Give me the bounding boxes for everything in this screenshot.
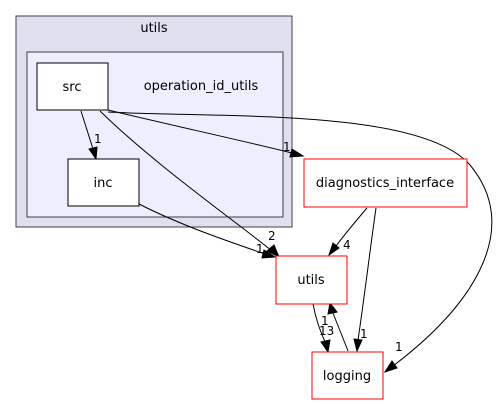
edge-logging-to-utils: 1 xyxy=(321,301,349,352)
edge-src-to-diagnostics: 1 xyxy=(107,109,305,158)
edge-label-diagnostics-to-utils: 4 xyxy=(343,238,351,252)
edge-label-logging-to-utils: 1 xyxy=(321,314,329,328)
edge-label-inc-to-utils: 1 xyxy=(256,242,264,256)
node-utils[interactable]: utils xyxy=(275,255,348,305)
edge-src-to-inc: 1 xyxy=(80,110,102,161)
node-src-label: src xyxy=(63,80,82,95)
edge-inc-to-utils: 1 xyxy=(138,203,277,259)
edge-label-src-to-diagnostics: 1 xyxy=(283,140,291,154)
edge-label-diagnostics-to-logging: 1 xyxy=(360,327,368,341)
cluster-utils-title: utils xyxy=(140,21,168,36)
node-src[interactable]: src xyxy=(36,62,109,111)
node-utils-label: utils xyxy=(297,273,325,288)
edge-diagnostics-to-utils: 4 xyxy=(328,207,368,257)
node-diagnostics-interface-label: diagnostics_interface xyxy=(316,176,454,191)
edge-label-src-to-utils: 2 xyxy=(268,229,276,243)
edge-diagnostics-to-logging: 1 xyxy=(353,207,377,353)
node-inc-label: inc xyxy=(94,176,113,191)
edge-label-src-to-inc: 1 xyxy=(94,132,102,146)
edge-utils-to-logging: 13 xyxy=(312,303,334,354)
cluster-operation-id-utils-title: operation_id_utils xyxy=(144,79,259,94)
edge-label-utils-to-logging: 13 xyxy=(319,324,334,338)
node-logging-label: logging xyxy=(323,369,371,384)
node-logging[interactable]: logging xyxy=(311,351,384,400)
node-diagnostics-interface[interactable]: diagnostics_interface xyxy=(303,158,468,208)
edge-src-to-utils: 2 xyxy=(99,110,280,259)
node-inc[interactable]: inc xyxy=(67,158,140,207)
edge-label-src-to-logging: 1 xyxy=(395,340,403,354)
